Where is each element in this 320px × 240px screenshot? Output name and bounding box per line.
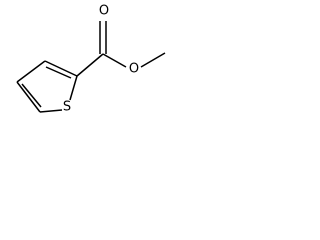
bond-c2-c3-inner (45, 66, 72, 79)
ester-oxygen-atom-label: O (129, 62, 139, 77)
carbonyl-oxygen-atom-label: O (99, 4, 109, 19)
bond-c4-c5-inner (21, 83, 42, 108)
thiophene-ring (16, 60, 78, 113)
methyl-ester-group (76, 21, 166, 77)
bond-c2-carbonyl (76, 53, 104, 77)
bond-c3-c4 (16, 60, 46, 83)
molecule-structure-diagram: S O O (16, 4, 166, 115)
bond-c4-c5 (16, 81, 41, 113)
bond-ester-oxygen-methyl (140, 52, 166, 68)
bond-carbonyl-ester-oxygen (102, 53, 127, 68)
bond-c2-c3 (44, 60, 78, 77)
bond-c5-s1 (39, 109, 63, 113)
bond-s1-c2 (69, 75, 78, 101)
sulfur-atom-label: S (63, 100, 71, 115)
